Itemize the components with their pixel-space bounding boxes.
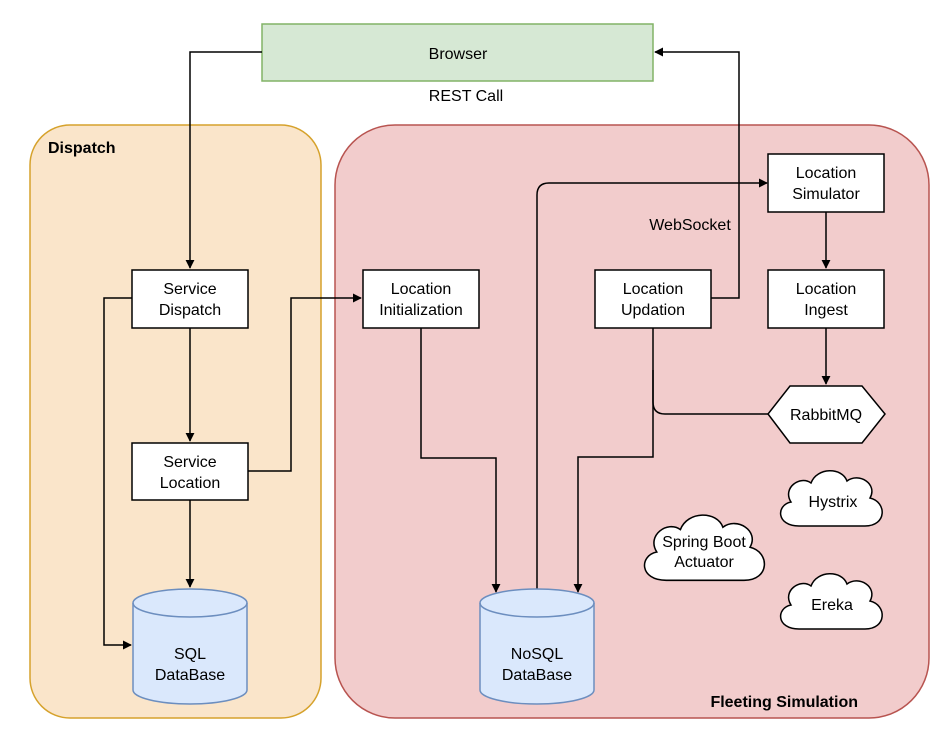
- websocket-label: WebSocket: [649, 217, 731, 234]
- sql-database-body: [132, 588, 248, 705]
- edge-location-init-to-nosql-db: [420, 328, 501, 593]
- location-simulator-node: Location Simulator: [767, 153, 885, 213]
- service-dispatch-label-line2: Dispatch: [159, 302, 221, 319]
- hystrix-label: Hystrix: [809, 494, 858, 511]
- ereka-cloud-shape: [780, 573, 883, 630]
- service-location-box: [131, 442, 249, 501]
- sql-database-label-line2: DataBase: [155, 667, 225, 684]
- nosql-database-node: NoSQL DataBase: [479, 588, 595, 705]
- service-dispatch-box: [131, 269, 249, 329]
- edges: [103, 47, 831, 650]
- edge-location-updation-to-nosql-db: [573, 370, 654, 593]
- service-dispatch-node: Service Dispatch: [131, 269, 249, 329]
- service-location-node: Service Location: [131, 442, 249, 501]
- sql-database-node: SQL DataBase: [132, 588, 248, 705]
- ereka-cloud-node: Ereka: [780, 573, 883, 630]
- service-location-label-line1: Service: [163, 454, 216, 471]
- location-ingest-label-line2: Ingest: [804, 302, 848, 319]
- hystrix-cloud-node: Hystrix: [780, 470, 883, 527]
- edge-nosql-db-to-location-simulator: [536, 178, 768, 590]
- location-ingest-box: [767, 269, 885, 329]
- edge-service-location-to-location-init: [248, 293, 362, 472]
- edge-service-dispatch-to-sql-db: [103, 297, 132, 650]
- browser-label: Browser: [429, 46, 488, 63]
- location-ingest-node: Location Ingest: [767, 269, 885, 329]
- browser-node: Browser: [261, 23, 654, 82]
- spring-boot-actuator-cloud-node: Spring Boot Actuator: [643, 514, 766, 582]
- location-updation-label-line2: Updation: [621, 302, 685, 319]
- ereka-label: Ereka: [811, 597, 853, 614]
- nosql-database-body: [479, 588, 595, 705]
- edge-browser-to-service-dispatch: [185, 51, 262, 269]
- spring-boot-actuator-label-line2: Actuator: [674, 554, 734, 571]
- sql-database-top-rim: [132, 602, 248, 618]
- location-initialization-label-line2: Initialization: [379, 302, 463, 319]
- location-updation-node: Location Updation: [594, 269, 712, 329]
- edge-location-updation-to-browser: [654, 47, 740, 299]
- location-simulator-label-line1: Location: [796, 165, 857, 182]
- rabbitmq-hexagon: [767, 385, 886, 444]
- location-initialization-box: [362, 269, 480, 329]
- spring-boot-actuator-cloud-shape: [643, 514, 766, 582]
- fleeting-simulation-group-label: Fleeting Simulation: [710, 694, 858, 711]
- nosql-database-top-rim: [479, 602, 595, 618]
- spring-boot-actuator-label-line1: Spring Boot: [662, 534, 746, 551]
- dispatch-group-label: Dispatch: [48, 140, 116, 157]
- location-simulator-label-line2: Simulator: [792, 186, 860, 203]
- nosql-database-label-line2: DataBase: [502, 667, 572, 684]
- location-ingest-label-line1: Location: [796, 281, 857, 298]
- location-simulator-box: [767, 153, 885, 213]
- sql-database-label-line1: SQL: [174, 646, 206, 663]
- location-updation-label-line1: Location: [623, 281, 684, 298]
- hystrix-cloud-shape: [780, 470, 883, 527]
- service-dispatch-label-line1: Service: [163, 281, 216, 298]
- rest-call-label: REST Call: [429, 88, 503, 105]
- location-updation-box: [594, 269, 712, 329]
- location-initialization-label-line1: Location: [391, 281, 452, 298]
- nosql-database-label-line1: NoSQL: [511, 646, 564, 663]
- rabbitmq-node: RabbitMQ: [767, 385, 886, 444]
- location-initialization-node: Location Initialization: [362, 269, 480, 329]
- service-location-label-line2: Location: [160, 475, 221, 492]
- rabbitmq-label: RabbitMQ: [790, 407, 862, 424]
